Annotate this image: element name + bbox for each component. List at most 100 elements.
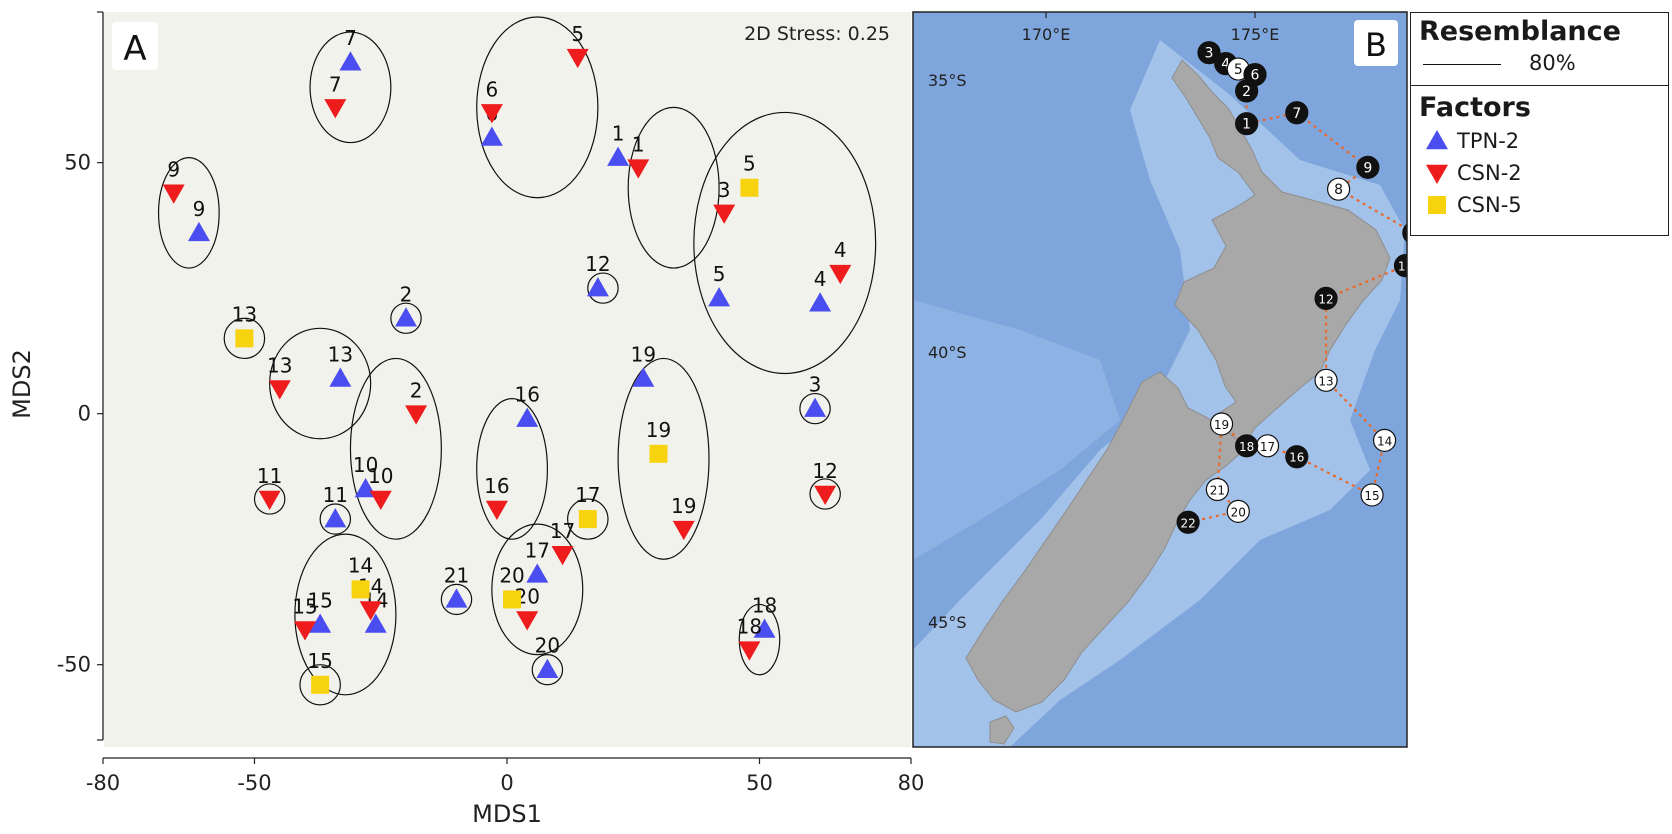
- tpn-2-point: [804, 397, 827, 417]
- x-tick-label: -80: [86, 771, 120, 795]
- tpn-2-point: [516, 407, 539, 427]
- site-label: 18: [1239, 440, 1254, 454]
- csn-5-point-label: 15: [307, 649, 332, 673]
- csn-2-point: [672, 520, 695, 541]
- legend-item: CSN-5: [1417, 189, 1657, 221]
- site-marker: [1176, 510, 1200, 534]
- csn-2-point: [627, 159, 650, 179]
- tpn-2-point: [309, 613, 332, 633]
- tpn-2-point: [339, 51, 362, 71]
- site-marker: [1393, 254, 1407, 278]
- resemblance-group-outline: [809, 478, 841, 510]
- csn-2-point-label: 19: [671, 494, 696, 518]
- tpn-2-point: [324, 508, 347, 528]
- csn-5-point: [740, 178, 759, 197]
- site-label: 13: [1318, 374, 1333, 388]
- csn-2-point: [162, 184, 185, 204]
- site-label: 9: [1363, 160, 1372, 176]
- tpn-2-point-label: 21: [444, 563, 469, 587]
- resemblance-group-outline: [299, 664, 341, 706]
- csn-5-point: [351, 580, 370, 599]
- csn-2-point-label: 7: [329, 72, 342, 96]
- resemblance-group-outline: [617, 357, 710, 560]
- lon-label-170: 170°E: [1022, 25, 1071, 44]
- legend-item: TPN-2: [1417, 125, 1657, 157]
- csn-2-point-label: 18: [737, 615, 762, 639]
- panel-a-label: A: [123, 29, 146, 69]
- csn-2-point: [294, 621, 316, 641]
- tpn-2-point-label: 4: [814, 267, 827, 291]
- lat-label-45: 45°S: [928, 613, 967, 632]
- sampling-route: [1187, 51, 1407, 524]
- resemblance-group-outline: [253, 483, 286, 515]
- tpn-2-point: [395, 307, 417, 327]
- tpn-2-point-label: 17: [525, 538, 550, 562]
- site-label: 22: [1180, 516, 1195, 530]
- site-marker: [1356, 155, 1380, 179]
- site-marker: [1235, 434, 1259, 458]
- legend-marker: [1428, 196, 1446, 214]
- x-tick-label: 80: [898, 771, 925, 795]
- csn-2-point-label: 16: [484, 474, 509, 498]
- site-label: 5: [1234, 62, 1243, 78]
- tpn-2-point-label: 7: [344, 26, 357, 50]
- csn-5-point-label: 19: [646, 418, 671, 442]
- tpn-2-point-label: 11: [323, 483, 348, 507]
- tpn-2-point: [708, 287, 731, 307]
- lat-label-40: 40°S: [928, 343, 967, 362]
- site-marker: [1285, 445, 1309, 469]
- tpn-2-point-label: 2: [400, 282, 413, 306]
- resemblance-group-outline: [269, 327, 372, 440]
- csn-5-point-label: 20: [499, 563, 524, 587]
- tpn-2-point-label: 12: [585, 252, 610, 276]
- resemblance-group-outline: [309, 31, 392, 144]
- csn-2-point-label: 10: [368, 464, 393, 488]
- legend-item-symbol: [1417, 161, 1457, 185]
- csn-2-point: [738, 641, 761, 661]
- csn-5-point-label: 5: [743, 152, 756, 176]
- site-label: 15: [1364, 489, 1379, 503]
- csn-2-point: [268, 380, 291, 400]
- tpn-2-point: [364, 613, 387, 633]
- site-label: 12: [1318, 292, 1333, 306]
- csn-5-point: [649, 444, 668, 463]
- resemblance-group-outline: [566, 498, 609, 540]
- legend-item-label: CSN-2: [1457, 161, 1522, 185]
- legend-resemblance-title: Resemblance: [1419, 16, 1621, 47]
- y-tick-label: -50: [57, 653, 91, 677]
- resemblance-group-outline: [738, 603, 781, 676]
- tpn-2-point: [753, 618, 776, 638]
- csn-2-point: [829, 264, 852, 285]
- y-tick-label: 50: [64, 151, 91, 175]
- stress-annotation: 2D Stress: 0.25: [744, 23, 890, 45]
- x-tick-label: 0: [500, 771, 513, 795]
- legend-item-label: TPN-2: [1457, 129, 1520, 153]
- csn-2-point: [713, 204, 736, 224]
- site-marker: [1197, 41, 1221, 65]
- map-stewart-island: [989, 715, 1015, 745]
- site-marker: [1226, 499, 1250, 523]
- site-label: 11: [1398, 260, 1413, 274]
- site-label: 8: [1334, 182, 1343, 198]
- site-label: 21: [1210, 484, 1225, 498]
- legend-factors-title: Factors: [1419, 92, 1531, 123]
- legend-item-symbol: [1417, 129, 1457, 153]
- csn-2-point: [369, 490, 392, 511]
- tpn-2-point-label: 13: [328, 343, 353, 367]
- y-axis-label: MDS2: [8, 349, 36, 419]
- site-marker: [1209, 412, 1234, 436]
- legend-marker: [1426, 164, 1448, 184]
- lat-label-35: 35°S: [928, 71, 967, 90]
- tpn-2-point-label: 5: [713, 262, 726, 286]
- resemblance-group-outline: [799, 392, 831, 425]
- csn-5-point: [311, 675, 330, 694]
- csn-2-point-label: 2: [410, 379, 423, 403]
- tpn-2-point-label: 18: [752, 594, 777, 618]
- legend-marker: [1426, 130, 1448, 150]
- tpn-2-point-label: 15: [307, 589, 332, 613]
- tpn-2-point-label: 9: [193, 197, 206, 221]
